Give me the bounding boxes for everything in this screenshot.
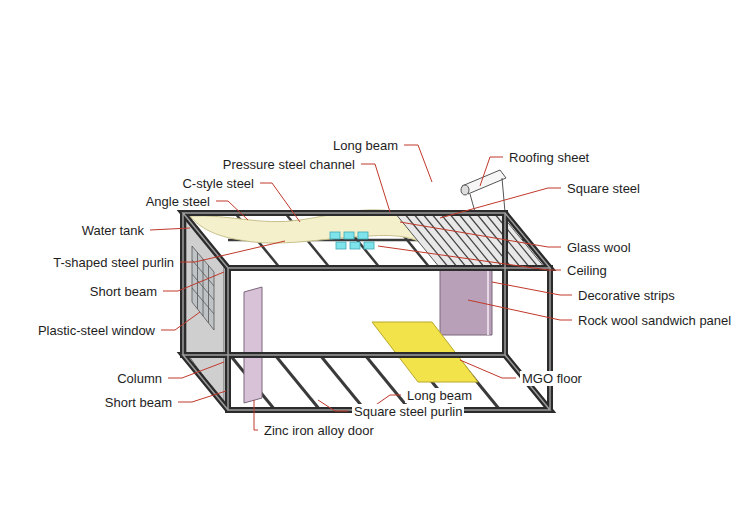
part-label: Rock wool sandwich panel (576, 313, 733, 328)
ceiling-panels (330, 232, 374, 249)
part-label: Plastic-steel window (36, 323, 157, 338)
part-label: Ceiling (565, 263, 609, 278)
part-label: Long beam (331, 138, 400, 153)
roofing-sheet (395, 213, 545, 268)
steel-frame (183, 213, 550, 410)
part-label: Decorative strips (576, 288, 677, 303)
roofing-ribs (404, 213, 539, 268)
part-label: Zinc iron alloy door (262, 423, 376, 438)
part-label: Glass wool (565, 240, 633, 255)
part-label: MGO floor (520, 371, 584, 386)
part-label: Roofing sheet (507, 150, 591, 165)
part-label: Short beam (88, 284, 159, 299)
part-label: Long beam (405, 388, 474, 403)
part-label: Column (115, 371, 164, 386)
part-label: Square steel purlin (352, 404, 464, 419)
part-label: Angle steel (144, 194, 212, 209)
leader-lines (150, 145, 572, 430)
part-label: Short beam (103, 395, 174, 410)
part-label: Water tank (80, 223, 146, 238)
part-label: T-shaped steel purlin (51, 255, 176, 270)
part-label: Pressure steel channel (221, 157, 357, 172)
zinc-iron-door (244, 287, 262, 403)
part-label: C-style steel (180, 176, 256, 191)
part-label: Square steel (565, 181, 642, 196)
